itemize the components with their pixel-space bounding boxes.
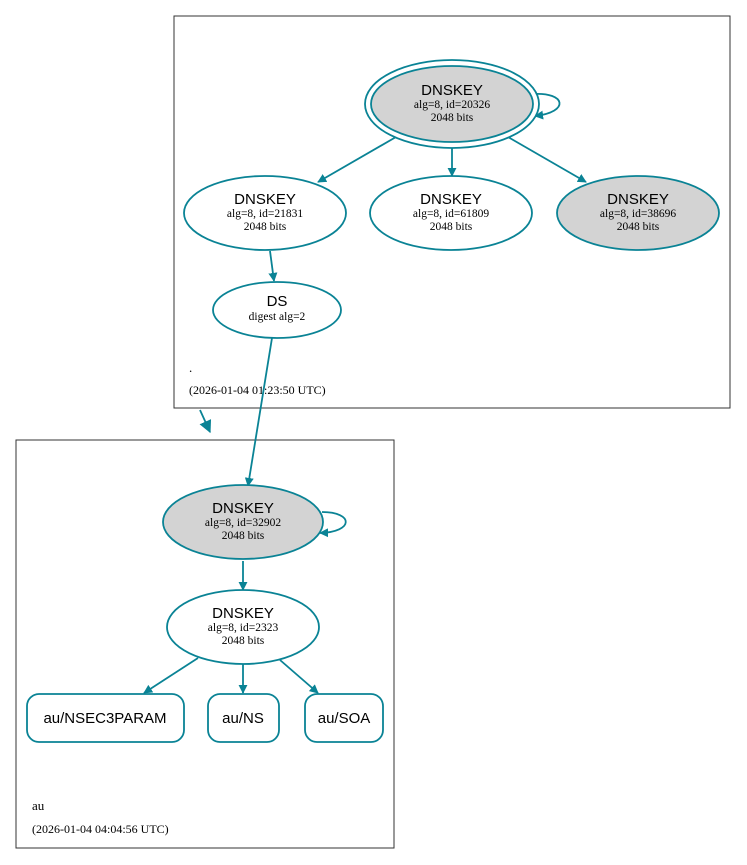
node-ds-title: DS <box>267 293 288 310</box>
node-au-ksk-title: DNSKEY <box>212 500 274 517</box>
node-root-key3-line2: 2048 bits <box>617 221 660 233</box>
node-root-ksk-line1: alg=8, id=20326 <box>414 99 490 111</box>
edges <box>143 93 587 694</box>
node-au-zsk-title: DNSKEY <box>212 605 274 622</box>
rrset-soa: au/SOA <box>304 693 384 743</box>
node-au-ksk-line2: 2048 bits <box>222 530 265 542</box>
node-ds: DS digest alg=2 <box>212 281 342 339</box>
edge-ksk-self <box>532 93 561 120</box>
node-root-zsk1-line2: 2048 bits <box>244 221 287 233</box>
node-au-ksk-line1: alg=8, id=32902 <box>205 517 281 529</box>
zone-au-border <box>15 439 395 849</box>
node-root-key3-title: DNSKEY <box>607 191 669 208</box>
rrset-ns: au/NS <box>207 693 280 743</box>
node-root-key3: DNSKEY alg=8, id=38696 2048 bits <box>556 175 720 251</box>
node-root-zsk2-line1: alg=8, id=61809 <box>413 208 489 220</box>
edge-ds-to-au-ksk <box>244 337 273 487</box>
zone-root: . (2026-01-04 01:23:50 UTC) <box>173 15 731 409</box>
node-root-key3-line1: alg=8, id=38696 <box>600 208 676 220</box>
node-ds-line1: digest alg=2 <box>249 311 306 323</box>
node-au-zsk-line2: 2048 bits <box>222 635 265 647</box>
rrset-ns-label: au/NS <box>222 710 264 727</box>
edge-ksk-to-key3 <box>507 136 587 183</box>
zone-root-border <box>173 15 731 409</box>
edge-zsk1-to-ds <box>268 250 278 282</box>
node-root-ksk: DNSKEY alg=8, id=20326 2048 bits <box>364 59 540 149</box>
zone-au: au (2026-01-04 04:04:56 UTC) <box>15 439 395 849</box>
edge-au-zsk-to-nsec3param <box>143 657 199 694</box>
node-root-ksk-title: DNSKEY <box>421 82 483 99</box>
edge-ksk-to-zsk1 <box>317 136 397 183</box>
node-root-zsk1: DNSKEY alg=8, id=21831 2048 bits <box>183 175 347 251</box>
zone-root-name: . <box>189 360 192 375</box>
node-root-ksk-line2: 2048 bits <box>431 112 474 124</box>
zone-au-name: au <box>32 798 45 813</box>
edge-au-ksk-self <box>319 511 347 538</box>
node-root-zsk1-line1: alg=8, id=21831 <box>227 208 303 220</box>
node-au-zsk-line1: alg=8, id=2323 <box>208 622 279 634</box>
node-au-zsk: DNSKEY alg=8, id=2323 2048 bits <box>166 589 320 665</box>
node-au-ksk: DNSKEY alg=8, id=32902 2048 bits <box>162 484 324 560</box>
node-root-zsk2: DNSKEY alg=8, id=61809 2048 bits <box>369 175 533 251</box>
node-root-zsk1-title: DNSKEY <box>234 191 296 208</box>
zone-au-timestamp: (2026-01-04 04:04:56 UTC) <box>32 822 169 836</box>
rrset-nsec3param-label: au/NSEC3PARAM <box>43 710 166 727</box>
rrset-nsec3param: au/NSEC3PARAM <box>26 693 185 743</box>
rrset-soa-label: au/SOA <box>318 710 371 727</box>
zone-root-timestamp: (2026-01-04 01:23:50 UTC) <box>189 383 326 397</box>
node-root-zsk2-title: DNSKEY <box>420 191 482 208</box>
edge-au-zsk-to-soa <box>279 659 319 694</box>
delegation-arrow <box>199 409 212 434</box>
node-root-zsk2-line2: 2048 bits <box>430 221 473 233</box>
